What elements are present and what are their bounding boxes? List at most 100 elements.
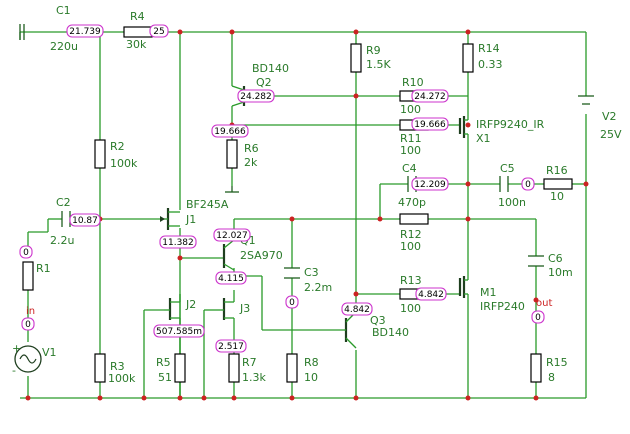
resistor-r6[interactable] [226, 139, 238, 169]
value-r13: 100 [400, 302, 421, 315]
capacitor-c6[interactable] [528, 255, 544, 267]
wires [19, 31, 587, 399]
label-r5: R5 [156, 356, 171, 369]
label-c5: C5 [500, 162, 515, 175]
mosfet-m1[interactable] [458, 268, 469, 300]
svg-text:24.272: 24.272 [414, 92, 446, 102]
capacitor-c2[interactable] [61, 211, 71, 227]
value-r5: 51 [158, 371, 172, 384]
svg-text:4.842: 4.842 [344, 305, 370, 315]
svg-text:0: 0 [25, 320, 31, 330]
jfet-j1[interactable] [160, 208, 180, 230]
svg-text:507.585m: 507.585m [156, 327, 202, 337]
jfet-j2[interactable] [164, 294, 181, 322]
probe-out[interactable]: 0 [531, 310, 545, 324]
capacitor-c5[interactable] [499, 176, 509, 192]
probe-c4[interactable]: 12.209 [411, 177, 449, 191]
probe-q1-emitter[interactable]: 12.027 [213, 228, 251, 242]
svg-text:0: 0 [289, 298, 295, 308]
svg-text:2.517: 2.517 [218, 342, 244, 352]
svg-text:25: 25 [153, 27, 164, 37]
junctions [25, 29, 589, 401]
label-q2: Q2 [256, 76, 272, 89]
bjt-q3[interactable] [344, 311, 357, 349]
value-r12: 100 [400, 240, 421, 253]
label-m1: M1 [480, 286, 497, 299]
net-out: out [536, 298, 552, 309]
probe-r4[interactable]: 25 [149, 24, 169, 38]
svg-text:19.666: 19.666 [414, 120, 446, 130]
label-j2: J2 [185, 298, 196, 311]
probe-q2-base[interactable]: 24.282 [237, 89, 275, 103]
label-r6: R6 [244, 142, 259, 155]
label-r12: R12 [400, 228, 422, 241]
resistor-r1[interactable] [22, 261, 34, 291]
label-j1: J1 [185, 213, 196, 226]
resistor-r15[interactable] [530, 353, 542, 383]
probe-c3[interactable]: 0 [285, 295, 299, 309]
jfet-j3[interactable] [218, 298, 235, 322]
probe-c5[interactable]: 0 [521, 177, 535, 191]
svg-text:12.027: 12.027 [216, 231, 248, 241]
v1-minus: - [12, 364, 16, 377]
probe-j3[interactable]: 2.517 [215, 339, 247, 353]
resistor-r2[interactable] [94, 139, 106, 169]
value-r11: 100 [400, 144, 421, 157]
resistor-r4[interactable] [123, 26, 153, 38]
label-r4: R4 [130, 10, 145, 23]
resistor-r3[interactable] [94, 353, 106, 383]
resistor-r9[interactable] [350, 43, 362, 73]
probe-r10[interactable]: 24.272 [411, 89, 449, 103]
probe-in[interactable]: 0 [21, 317, 35, 331]
label-r1: R1 [36, 262, 51, 275]
value-r9: 1.5K [366, 58, 391, 71]
resistor-r14[interactable] [462, 43, 474, 73]
value-v2: 25V [600, 128, 622, 141]
label-r7: R7 [242, 356, 257, 369]
ground-icon [225, 186, 239, 193]
label-r2: R2 [110, 140, 125, 153]
value-j1: BF245A [186, 198, 229, 211]
value-q1: 2SA970 [240, 249, 283, 262]
label-j3: J3 [239, 302, 250, 315]
label-c2: C2 [56, 196, 71, 209]
probe-j2[interactable]: 507.585m [153, 324, 205, 338]
probe-q3[interactable]: 4.842 [341, 302, 373, 316]
voltage-probes: 21.739 25 24.282 24.272 19.666 19.666 12… [19, 24, 545, 353]
resistor-r7[interactable] [228, 353, 240, 383]
value-c4: 470p [398, 196, 426, 209]
svg-text:12.209: 12.209 [414, 180, 446, 190]
probe-j1-source[interactable]: 11.382 [159, 235, 197, 249]
value-q3: BD140 [372, 326, 409, 339]
value-c5: 100n [498, 196, 526, 209]
probe-r13[interactable]: 4.842 [415, 287, 447, 301]
value-c2: 2.2u [50, 234, 74, 247]
value-m1: IRFP240 [480, 300, 525, 313]
label-x1: X1 [476, 132, 491, 145]
resistor-r16[interactable] [543, 178, 573, 190]
probe-r1[interactable]: 0 [19, 245, 33, 259]
mosfet-x1[interactable] [458, 116, 469, 140]
probe-r6[interactable]: 19.666 [211, 124, 249, 138]
label-c4: C4 [402, 162, 417, 175]
capacitor-c1[interactable] [19, 24, 25, 40]
svg-text:0: 0 [525, 180, 531, 190]
resistor-r5[interactable] [174, 353, 186, 383]
probe-c2[interactable]: 10.87 [69, 213, 101, 227]
probe-q1-collector[interactable]: 4.115 [215, 271, 247, 285]
label-c6: C6 [548, 252, 563, 265]
source-v2[interactable] [578, 95, 594, 105]
svg-text:19.666: 19.666 [214, 127, 246, 137]
resistor-r12[interactable] [399, 213, 429, 225]
probe-r11[interactable]: 19.666 [411, 117, 449, 131]
svg-text:0: 0 [535, 313, 541, 323]
label-c3: C3 [304, 266, 319, 279]
value-r14: 0.33 [478, 58, 503, 71]
resistor-r8[interactable] [286, 353, 298, 383]
value-c3: 2.2m [304, 281, 332, 294]
probe-c1[interactable]: 21.739 [66, 24, 104, 38]
svg-text:4.842: 4.842 [418, 290, 444, 300]
capacitor-c3[interactable] [284, 267, 300, 279]
source-v1[interactable] [14, 345, 42, 373]
